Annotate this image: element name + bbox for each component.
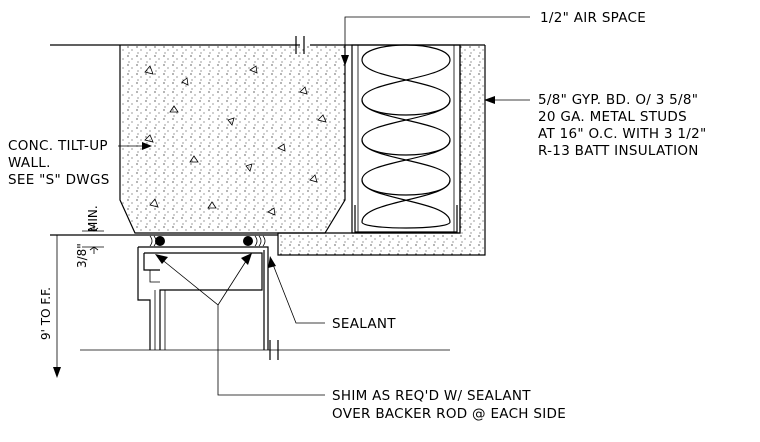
note-gyp-line2: 20 GA. METAL STUDS — [538, 109, 687, 125]
leader-sealant — [271, 261, 325, 324]
leader-arrow-gyp — [484, 96, 495, 104]
note-shim-line2: OVER BACKER ROD @ EACH SIDE — [332, 406, 566, 422]
batt-insulation — [361, 44, 451, 229]
leader-arrow-air-space — [341, 55, 349, 66]
stud-track — [354, 205, 458, 233]
concrete-wall — [119, 45, 346, 234]
note-wall-line2: WALL. — [8, 155, 51, 171]
note-wall-line3: SEE "S" DWGS — [8, 172, 110, 188]
window-head-frame — [137, 246, 269, 350]
stud-cavity — [351, 44, 461, 234]
dim-arrow-gap — [89, 224, 99, 254]
dim-min-label: MIN. — [86, 205, 100, 232]
backer-rod-left — [155, 236, 165, 246]
concrete-aggregate — [144, 65, 327, 216]
dim-gap-label: 3/8" — [75, 243, 89, 268]
note-sealant: SEALANT — [332, 316, 396, 332]
leader-air-space — [344, 16, 530, 62]
note-wall-line1: CONC. TILT-UP — [8, 138, 108, 154]
glazing-stop — [149, 270, 166, 350]
note-air-space: 1/2" AIR SPACE — [540, 10, 646, 26]
note-shim-line1: SHIM AS REQ'D W/ SEALANT — [332, 388, 531, 404]
gypsum-board — [277, 45, 486, 256]
note-gyp-line3: AT 16" O.C. WITH 3 1/2" — [538, 126, 707, 142]
leader-shim — [159, 257, 325, 396]
leader-arrow-shim-left — [155, 254, 168, 264]
dim-arrow-bottom — [53, 367, 61, 378]
note-gyp-line4: R-13 BATT INSULATION — [538, 143, 699, 159]
backer-rod-right — [243, 236, 253, 246]
note-gyp-line1: 5/8" GYP. BD. O/ 3 5/8" — [538, 92, 698, 108]
dim-height-label: 9' TO F.F. — [39, 287, 53, 340]
leader-arrow-wall — [142, 142, 152, 150]
leader-arrow-sealant — [268, 256, 276, 268]
break-mark-bottom — [269, 340, 279, 360]
sealant-joint — [149, 235, 266, 247]
leader-arrow-shim-right — [241, 253, 252, 265]
